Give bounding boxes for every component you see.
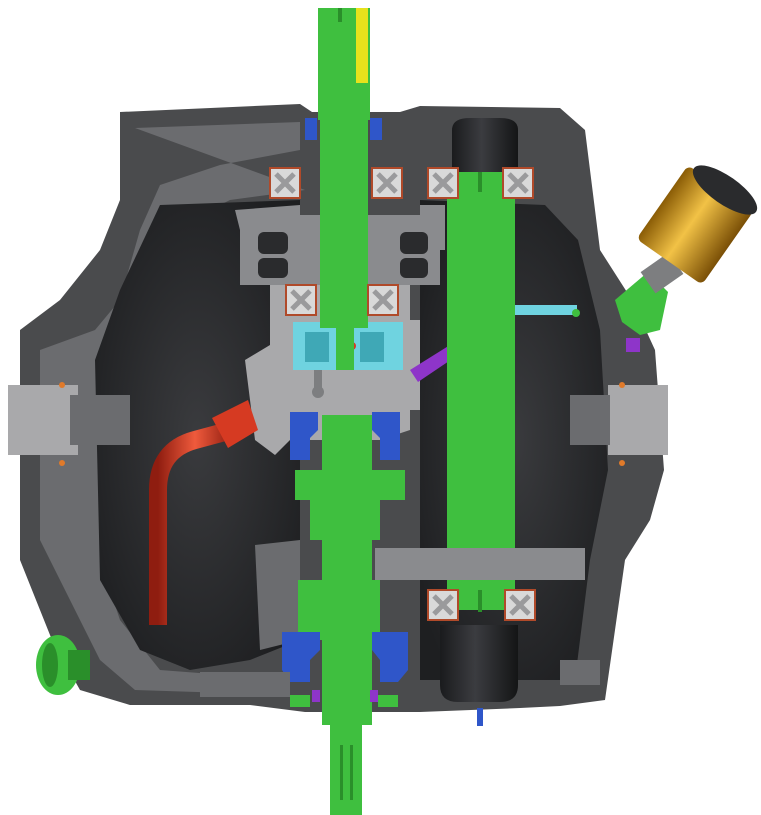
knob-face (42, 643, 58, 687)
bearing-cross-icon (269, 167, 301, 199)
cyan-pipe-end (572, 309, 580, 317)
knob-icon (36, 635, 90, 695)
main-shaft-bottom (330, 720, 362, 815)
second-shaft-groove (478, 590, 482, 612)
seal-top-right (370, 118, 382, 140)
purple-rod (410, 345, 458, 382)
bearing-cross-icon (371, 167, 403, 199)
yellow-strip (356, 8, 368, 83)
housing-foot-left (200, 672, 290, 697)
main-shaft-collar (298, 580, 380, 640)
seal-upper-left (290, 412, 318, 460)
center-bolt (314, 370, 322, 390)
bottom-pot (440, 625, 518, 702)
second-shaft-groove (478, 172, 482, 192)
cyan-coupling-inner (305, 332, 329, 362)
seal-top-left (305, 118, 317, 140)
bearing-cross-line (290, 289, 312, 311)
bearing-cross-line (507, 172, 529, 194)
center-pin (336, 300, 354, 370)
upper-block-slot-left (258, 232, 288, 254)
upper-block-slot-right-2 (400, 258, 428, 278)
bottom-fitting-right (378, 695, 398, 707)
purple-rod-end (626, 338, 640, 352)
upper-block-slot-left-2 (258, 258, 288, 278)
right-cross-bar (375, 548, 585, 580)
bearing-cross-icon (502, 167, 534, 199)
top-pot (452, 118, 518, 172)
red-pipe (149, 421, 235, 625)
bearing-cross-line (432, 594, 454, 616)
bearing-cross-icon (427, 167, 459, 199)
main-shaft-upper (320, 118, 368, 328)
pin-orange (59, 460, 65, 466)
red-pipe-fitting (212, 400, 258, 448)
center-bolt-head (312, 386, 324, 398)
pin-orange (619, 382, 625, 388)
main-shaft-slot (338, 8, 342, 22)
main-shaft-bottom-slot (340, 745, 343, 800)
cyan-pipe (515, 305, 577, 315)
knob-stem (68, 650, 90, 680)
main-shaft-lower (322, 415, 372, 725)
bearing-cross-line (432, 172, 454, 194)
pin-orange (619, 460, 625, 466)
second-shaft (447, 170, 515, 610)
left-flange (8, 385, 78, 455)
housing-rib-lower-left (255, 540, 300, 650)
bearing-cross-line (372, 289, 394, 311)
bearing-cross-icon (285, 284, 317, 316)
bearing-cross-icon (427, 589, 459, 621)
seal-lower-right (372, 632, 408, 682)
bearing-cross-line (509, 594, 531, 616)
bottom-fitting-purple (370, 690, 378, 702)
bottom-blue-pin (477, 708, 483, 726)
actuator-cap (692, 165, 758, 215)
seal-lower-left (282, 632, 320, 682)
bearing-cross-icon (504, 589, 536, 621)
main-shaft-sleeve (295, 470, 405, 540)
housing-foot-right (560, 660, 600, 685)
bearing-cross-line (274, 172, 296, 194)
seal-upper-right (372, 412, 400, 460)
yellow-actuator (615, 165, 758, 335)
bearing-cross-line (376, 172, 398, 194)
left-flange-ring (70, 395, 130, 445)
upper-block-slot-right (400, 232, 428, 254)
bottom-fitting-purple (312, 690, 320, 702)
right-flange-ring (570, 395, 610, 445)
cyan-coupling-inner (360, 332, 384, 362)
bottom-fitting-left (290, 695, 310, 707)
bearing-cross-icon (367, 284, 399, 316)
pin-orange (59, 382, 65, 388)
right-flange (608, 385, 668, 455)
main-shaft-bottom-slot (350, 745, 353, 800)
